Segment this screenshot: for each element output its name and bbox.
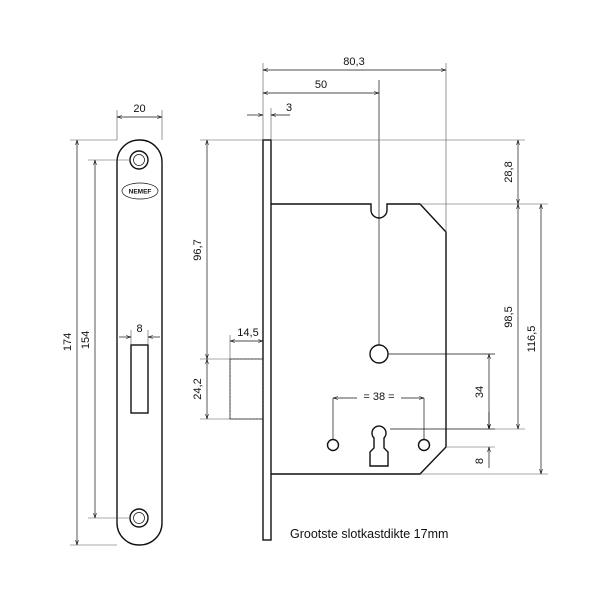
dim-case-height-label: 116,5 xyxy=(526,326,538,353)
dim-faceplate-height-label: 174 xyxy=(62,333,74,351)
bottom-screw-hole xyxy=(129,508,149,528)
dim-overall-width: 80,3 xyxy=(262,56,447,232)
latch-slot xyxy=(130,344,149,414)
svg-text:NEMEF: NEMEF xyxy=(129,189,152,196)
dim-backset-label: 50 xyxy=(315,79,327,91)
dim-faceplate-width: 20 xyxy=(116,103,163,140)
dim-case-to-key-label: 98,5 xyxy=(503,306,515,327)
spindle-hole xyxy=(369,344,389,364)
caption: Grootste slotkastdikte 17mm xyxy=(290,527,448,541)
mount-screw-hole-left xyxy=(326,438,340,452)
front-plate-strip xyxy=(262,139,272,541)
latch-bolt-edge xyxy=(229,358,264,420)
dim-front-thickness-label: 3 xyxy=(286,102,292,114)
faceplate-outline xyxy=(116,139,163,546)
top-screw-hole xyxy=(129,150,149,170)
dim-faceplate-height: 174 xyxy=(62,139,117,546)
dim-screw-hole-spacing-label: = 38 = xyxy=(363,391,394,403)
dim-latch-projection: 14,5 xyxy=(229,327,263,359)
mount-screw-hole-right xyxy=(417,438,431,452)
dim-spindle-to-key: 34 xyxy=(474,354,489,429)
dim-screw-spacing: 154 xyxy=(80,159,130,519)
dim-front-thickness: 3 xyxy=(247,102,292,140)
dim-latch-projection-label: 14,5 xyxy=(237,327,258,339)
dim-case-to-key: 98,5 xyxy=(495,204,525,430)
dim-latch-height-label: 24,2 xyxy=(192,378,204,399)
dim-screw-hole-spacing: = 38 = xyxy=(333,389,424,403)
dim-case-height: 116,5 xyxy=(420,204,548,475)
dim-faceplate-width-label: 20 xyxy=(133,103,145,115)
latch-bolt xyxy=(229,358,264,420)
lock-body-side-view xyxy=(229,139,447,541)
faceplate-front-view: NEMEF xyxy=(116,139,163,546)
dim-key-bottom-label: 8 xyxy=(474,458,486,464)
dim-top-offset-label: 28,8 xyxy=(503,161,515,182)
lock-case-outline xyxy=(271,203,447,475)
keyhole xyxy=(369,425,389,467)
dim-overall-width-label: 80,3 xyxy=(343,56,364,68)
dim-latch-slot-width-label: 8 xyxy=(136,323,142,335)
dim-key-bottom: 8 xyxy=(446,412,495,468)
nemef-logo: NEMEF xyxy=(121,182,159,200)
dim-top-offset: 28,8 xyxy=(271,139,548,205)
dim-backset: 50 xyxy=(263,79,379,93)
dim-latch-slot-width: 8 xyxy=(119,323,160,345)
dim-latch-height: 24,2 xyxy=(192,359,230,420)
dim-top-to-spindle-label: 96,7 xyxy=(192,239,204,260)
dim-screw-spacing-label: 154 xyxy=(80,331,92,349)
dim-top-to-spindle: 96,7 xyxy=(192,139,263,360)
dim-spindle-to-key-label: 34 xyxy=(474,386,486,398)
